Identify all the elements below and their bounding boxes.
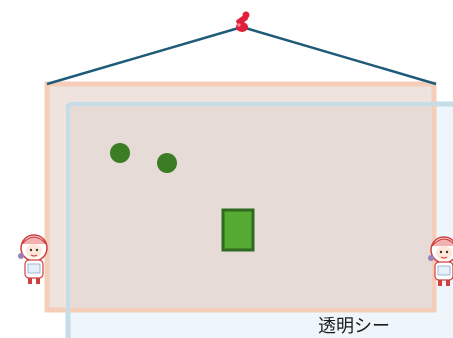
overlap-region [70, 106, 432, 308]
hanger-line-right [241, 25, 437, 86]
pushpin-icon [236, 11, 250, 32]
girl-character-icon [18, 234, 48, 284]
transparent-sheet-label: 透明シー [318, 316, 390, 337]
green-rectangle [221, 208, 255, 252]
girl-character-icon [428, 236, 453, 286]
green-dot-1 [110, 143, 130, 163]
hanger-line-left [46, 25, 243, 86]
green-dot-2 [157, 153, 177, 173]
